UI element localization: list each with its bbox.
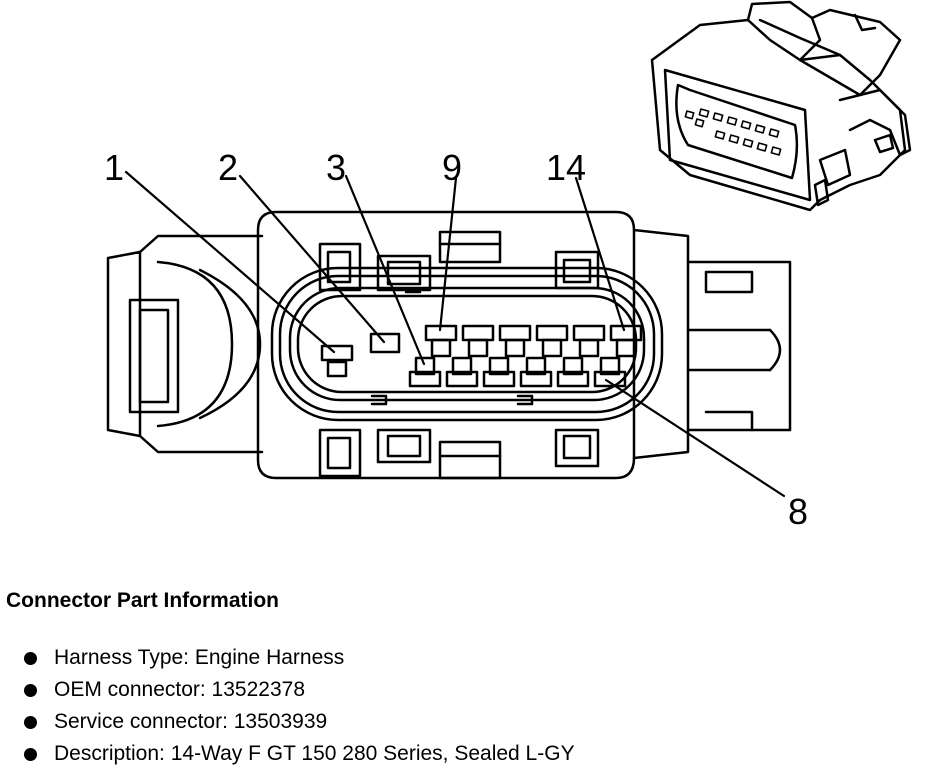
- pin-callout-9: 9: [442, 147, 462, 188]
- leader-line-pin-8: [604, 378, 786, 498]
- callout-leader-lines: [124, 170, 786, 498]
- bullet-icon: [24, 716, 37, 729]
- leader-line-pin-3: [344, 174, 426, 366]
- connector-isometric-view: [650, 0, 912, 212]
- info-title: Connector Part Information: [6, 589, 280, 612]
- pin-callout-14: 14: [546, 147, 586, 188]
- leader-line-pin-9: [438, 176, 458, 332]
- pin-callout-2: 2: [218, 147, 238, 188]
- pin-callout-8: 8: [788, 491, 808, 532]
- pin-callout-3: 3: [326, 147, 346, 188]
- connector-part-information: Connector Part Information Harness Type:…: [6, 586, 936, 770]
- list-item-service-connector: Service connector: 13503939: [6, 706, 936, 738]
- bullet-icon: [24, 748, 37, 761]
- info-item-text: Description: 14-Way F GT 150 280 Series,…: [54, 742, 575, 765]
- info-item-text: Service connector: 13503939: [54, 710, 328, 733]
- info-item-text: Harness Type: Engine Harness: [54, 646, 345, 669]
- info-item-text: OEM connector: 13522378: [54, 678, 305, 701]
- connector-face-view: [106, 210, 792, 480]
- pin-callouts: 1 2 3 9 14 8: [104, 147, 808, 532]
- list-item-harness-type: Harness Type: Engine Harness: [6, 642, 936, 674]
- list-item-description: Description: 14-Way F GT 150 280 Series,…: [6, 738, 936, 770]
- bullet-icon: [24, 652, 37, 665]
- info-list: Harness Type: Engine Harness OEM connect…: [6, 642, 936, 770]
- bullet-icon: [24, 684, 37, 697]
- pin-callout-1: 1: [104, 147, 124, 188]
- list-item-oem-connector: OEM connector: 13522378: [6, 674, 936, 706]
- leader-line-pin-1: [124, 170, 336, 354]
- connector-diagram: 1 2 3 9 14 8: [104, 0, 912, 532]
- leader-line-pin-2: [238, 174, 386, 344]
- leader-line-pin-14: [574, 176, 626, 332]
